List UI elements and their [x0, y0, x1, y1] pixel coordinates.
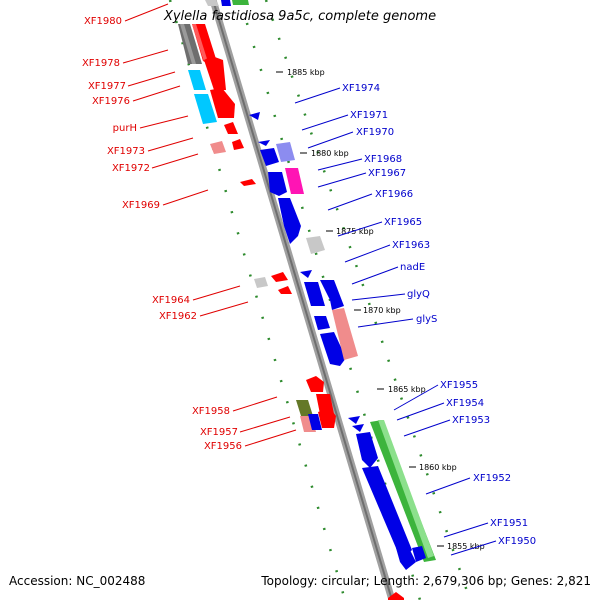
kbp-tick-1885: 1885 kbp [276, 68, 325, 77]
gene-xf1950 [412, 546, 426, 562]
gene-xf1953 [370, 420, 436, 562]
gene-xf1973 [210, 139, 244, 154]
gene-xf1971 [258, 140, 279, 166]
gene-glyq [320, 280, 344, 310]
gene-xf1974 [249, 112, 260, 120]
label-glyq: glyQ [407, 289, 430, 300]
label-xf1963: XF1963 [392, 240, 430, 251]
gene-xf1956 [308, 408, 336, 430]
gene-xf1969 [240, 179, 256, 186]
label-xf1974: XF1974 [342, 83, 380, 94]
gene-xf1978 [192, 24, 217, 64]
label-xf1950: XF1950 [498, 536, 536, 547]
gene-partial-top-green [232, 0, 249, 5]
kbp-label-1870: 1870 kbp [363, 306, 401, 315]
label-xf1976: XF1976 [92, 96, 130, 107]
gene-glys [314, 308, 358, 366]
label-xf1980: XF1980 [84, 16, 122, 27]
gene-xf1962 [278, 286, 292, 294]
gene-partial-top-gray [205, 0, 219, 6]
gene-xf1968 [268, 172, 287, 196]
label-xf1953: XF1953 [452, 415, 490, 426]
label-purh: purH [113, 123, 137, 134]
gene-xf1951 [396, 546, 416, 570]
label-xf1965: XF1965 [384, 217, 422, 228]
label-xf1970: XF1970 [356, 127, 394, 138]
map-title: Xylella fastidiosa 9a5c, complete genome [163, 9, 437, 24]
gene-xf1952 [362, 466, 412, 560]
label-xf1957: XF1957 [200, 427, 238, 438]
gene-xf1963 [300, 270, 312, 278]
gene-xf1965 [306, 236, 325, 254]
label-nade: nadE [400, 262, 425, 273]
label-xf1962: XF1962 [159, 311, 197, 322]
label-xf1952: XF1952 [473, 473, 511, 484]
kbp-tick-1880: 1880 kbp [300, 149, 349, 158]
gene-xf1980 [178, 24, 202, 64]
forward-gene-labels: XF1974 XF1971 XF1970 XF1968 XF1967 XF196… [294, 83, 536, 556]
gene-xf1976 [194, 88, 235, 124]
kbp-tick-1865: 1865 kbp [377, 385, 426, 394]
kbp-label-1880: 1880 kbp [311, 149, 349, 158]
accession-text: Accession: NC_002488 [9, 574, 146, 588]
gene-xf1954 [356, 432, 378, 468]
label-xf1956: XF1956 [204, 441, 242, 452]
kbp-tick-1875: 1875 kbp [326, 227, 374, 236]
gene-nade [304, 282, 325, 306]
kbp-label-1875: 1875 kbp [336, 227, 374, 236]
label-xf1972: XF1972 [112, 163, 150, 174]
label-glys: glyS [416, 314, 437, 325]
kbp-label-1855: 1855 kbp [447, 542, 485, 551]
gene-xf1970 [276, 142, 295, 162]
label-xf1954: XF1954 [446, 398, 484, 409]
label-xf1978: XF1978 [82, 58, 120, 69]
kbp-tick-1860: 1860 kbp [409, 463, 457, 472]
kbp-label-1885: 1885 kbp [287, 68, 325, 77]
topology-text: Topology: circular; Length: 2,679,306 bp… [261, 574, 591, 588]
label-xf1977: XF1977 [88, 81, 126, 92]
label-xf1969: XF1969 [122, 200, 160, 211]
label-xf1955: XF1955 [440, 380, 478, 391]
gene-partial-top-blue [221, 0, 231, 6]
gene-purh [224, 122, 238, 134]
gene-xf1967 [285, 168, 304, 194]
kbp-label-1865: 1865 kbp [388, 385, 426, 394]
label-xf1973: XF1973 [107, 146, 145, 157]
gene-xf1966 [278, 198, 301, 244]
gene-xf1977 [188, 56, 226, 90]
gene-xf1955 [348, 416, 364, 432]
label-xf1951: XF1951 [490, 518, 528, 529]
label-xf1966: XF1966 [375, 189, 413, 200]
gene-xf1964 [254, 272, 288, 288]
gene-partial-bottom-red [388, 592, 404, 600]
reverse-gene-labels: XF1980 XF1978 XF1977 XF1976 purH XF1973 … [82, 3, 297, 452]
label-xf1964: XF1964 [152, 295, 190, 306]
label-xf1968: XF1968 [364, 154, 402, 165]
kbp-tick-1855: 1855 kbp [437, 542, 485, 551]
label-xf1967: XF1967 [368, 168, 406, 179]
label-xf1958: XF1958 [192, 406, 230, 417]
kbp-tick-1870: 1870 kbp [354, 306, 401, 315]
kbp-label-1860: 1860 kbp [419, 463, 457, 472]
label-xf1971: XF1971 [350, 110, 388, 121]
